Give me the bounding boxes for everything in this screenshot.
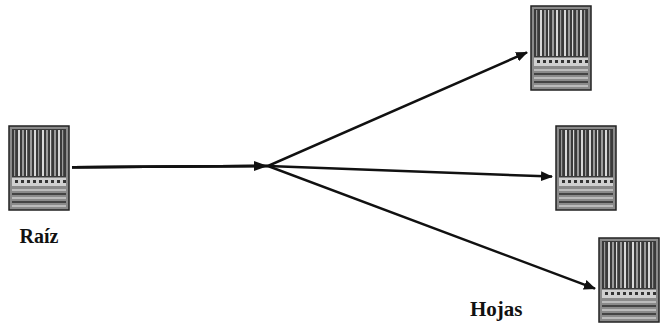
leaf-server	[530, 5, 592, 91]
group-label: Hojas	[470, 297, 523, 322]
arrow-connector	[72, 52, 527, 167]
leaf-server	[555, 125, 617, 211]
leaf-server	[598, 237, 660, 323]
server-icon	[555, 125, 617, 211]
node-label: Raíz	[20, 225, 59, 248]
root-server: Raíz	[8, 125, 70, 248]
server-icon	[598, 237, 660, 323]
server-icon	[530, 5, 592, 91]
arrow-connector	[72, 166, 595, 289]
server-icon	[8, 125, 70, 211]
junction-arrowhead	[254, 161, 268, 171]
